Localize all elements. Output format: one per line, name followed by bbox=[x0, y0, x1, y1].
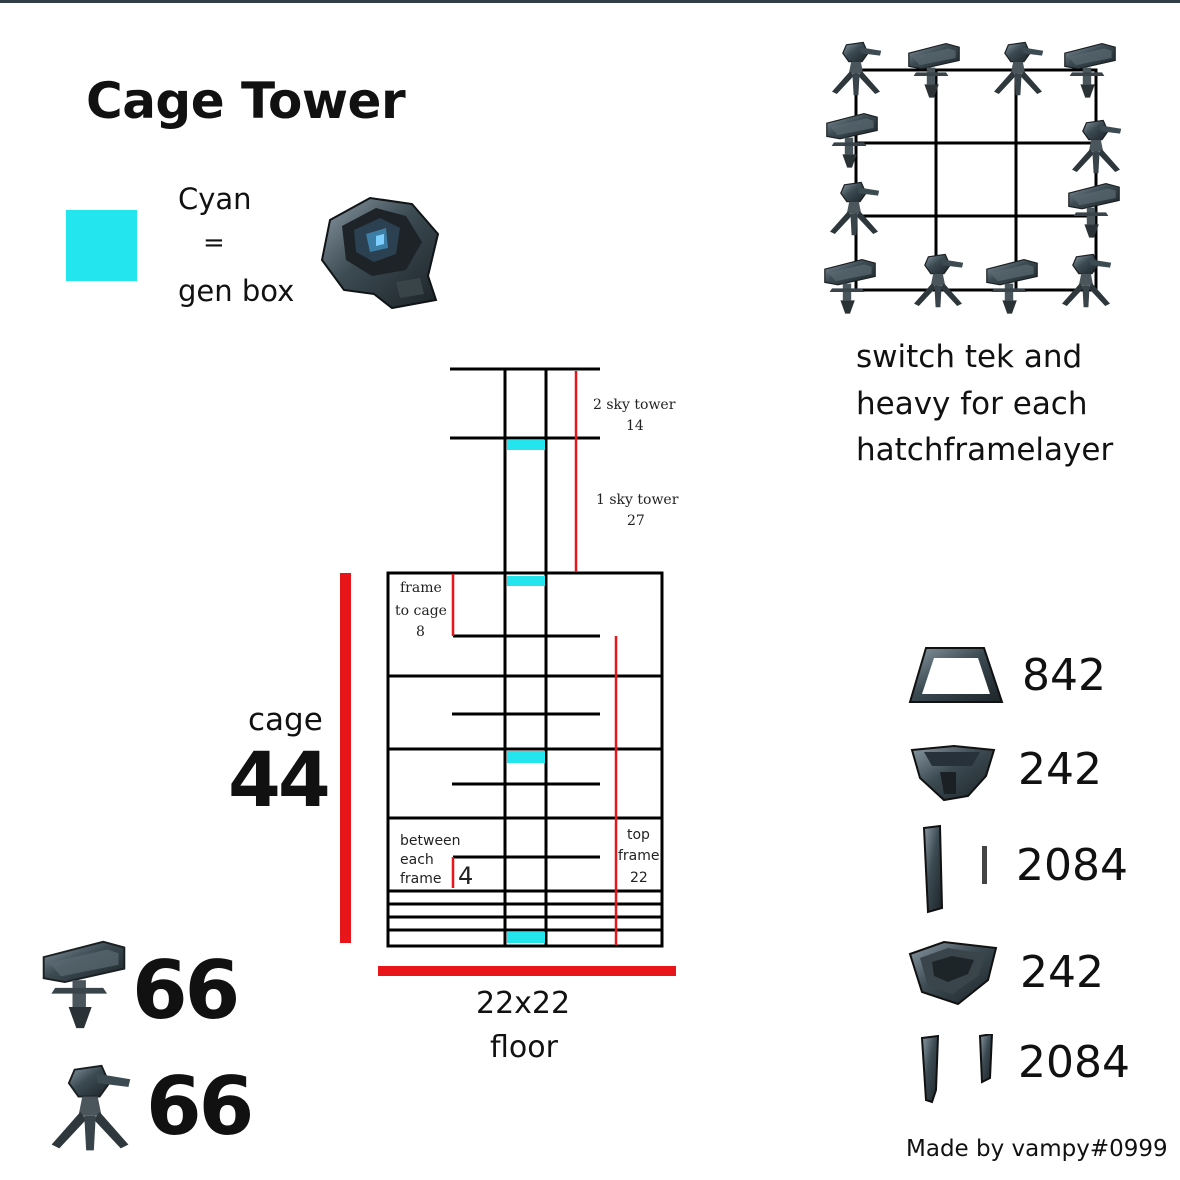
wall-count: 2084 bbox=[1016, 840, 1128, 891]
legend-cyan-label: Cyan bbox=[178, 182, 252, 216]
ceiling-icon bbox=[910, 744, 996, 802]
gen-box-markers bbox=[507, 440, 545, 943]
gen-box-marker bbox=[507, 440, 545, 450]
credit-text: Made by vampy#0999 bbox=[906, 1136, 1168, 1162]
pillar-icon bbox=[920, 1034, 994, 1104]
top-frame-line1: top bbox=[627, 827, 650, 843]
cage-label: cage bbox=[248, 702, 323, 738]
between-line3: frame bbox=[400, 871, 442, 887]
note-line-1: switch tek and bbox=[856, 339, 1083, 375]
cage-count: 44 bbox=[228, 735, 331, 824]
floor-size: 22x22 bbox=[476, 986, 571, 1021]
sky2-label: 2 sky tower bbox=[593, 397, 676, 413]
between-line1: between bbox=[400, 833, 461, 849]
sky2-value: 14 bbox=[626, 418, 644, 434]
foundation-icon bbox=[908, 647, 1004, 703]
top-frame-value: 22 bbox=[630, 870, 648, 886]
sky1-value: 27 bbox=[627, 513, 645, 529]
pillar-count: 2084 bbox=[1018, 1037, 1130, 1088]
floor-label: floor bbox=[490, 1030, 558, 1065]
wall-icon bbox=[922, 824, 987, 914]
between-value: 4 bbox=[458, 862, 473, 890]
frame-to-cage-line1: frame bbox=[400, 580, 442, 596]
page-title: Cage Tower bbox=[86, 72, 406, 130]
foundation-count: 842 bbox=[1022, 650, 1106, 701]
red-markers bbox=[340, 371, 676, 976]
ceiling-count: 242 bbox=[1018, 744, 1102, 795]
tower-labels: 2 sky tower 14 1 sky tower 27 frame to c… bbox=[395, 397, 679, 890]
hatchframe-count: 242 bbox=[1020, 947, 1104, 998]
turret-grid-diagram bbox=[824, 41, 1122, 315]
hatchframe-icon bbox=[908, 940, 998, 1006]
grid-lines bbox=[854, 68, 1098, 292]
cyan-swatch bbox=[66, 210, 137, 281]
note-line-2: heavy for each bbox=[856, 386, 1088, 422]
top-frame-line2: frame bbox=[618, 848, 660, 864]
legend-genbox-label: gen box bbox=[178, 274, 295, 308]
gen-box-marker bbox=[507, 751, 545, 763]
heavy-turret-count: 66 bbox=[132, 944, 240, 1037]
sky1-label: 1 sky tower bbox=[596, 492, 679, 508]
floor-width-bar bbox=[378, 966, 676, 976]
gen-box-icon bbox=[320, 196, 440, 310]
tek-turret-icon bbox=[50, 1064, 132, 1152]
top-border bbox=[0, 0, 1180, 3]
between-line2: each bbox=[400, 852, 434, 868]
legend-equals: = bbox=[203, 228, 225, 258]
cage-outline bbox=[386, 571, 664, 948]
gen-box-marker bbox=[507, 576, 545, 586]
tek-turret-count: 66 bbox=[146, 1060, 254, 1153]
frame-to-cage-value: 8 bbox=[416, 624, 425, 640]
cage-height-bar bbox=[340, 573, 351, 943]
note-line-3: hatchframelayer bbox=[856, 432, 1114, 468]
heavy-turret-icon bbox=[42, 940, 126, 1030]
frame-to-cage-line2: to cage bbox=[395, 603, 447, 619]
gen-box-marker bbox=[507, 932, 545, 943]
